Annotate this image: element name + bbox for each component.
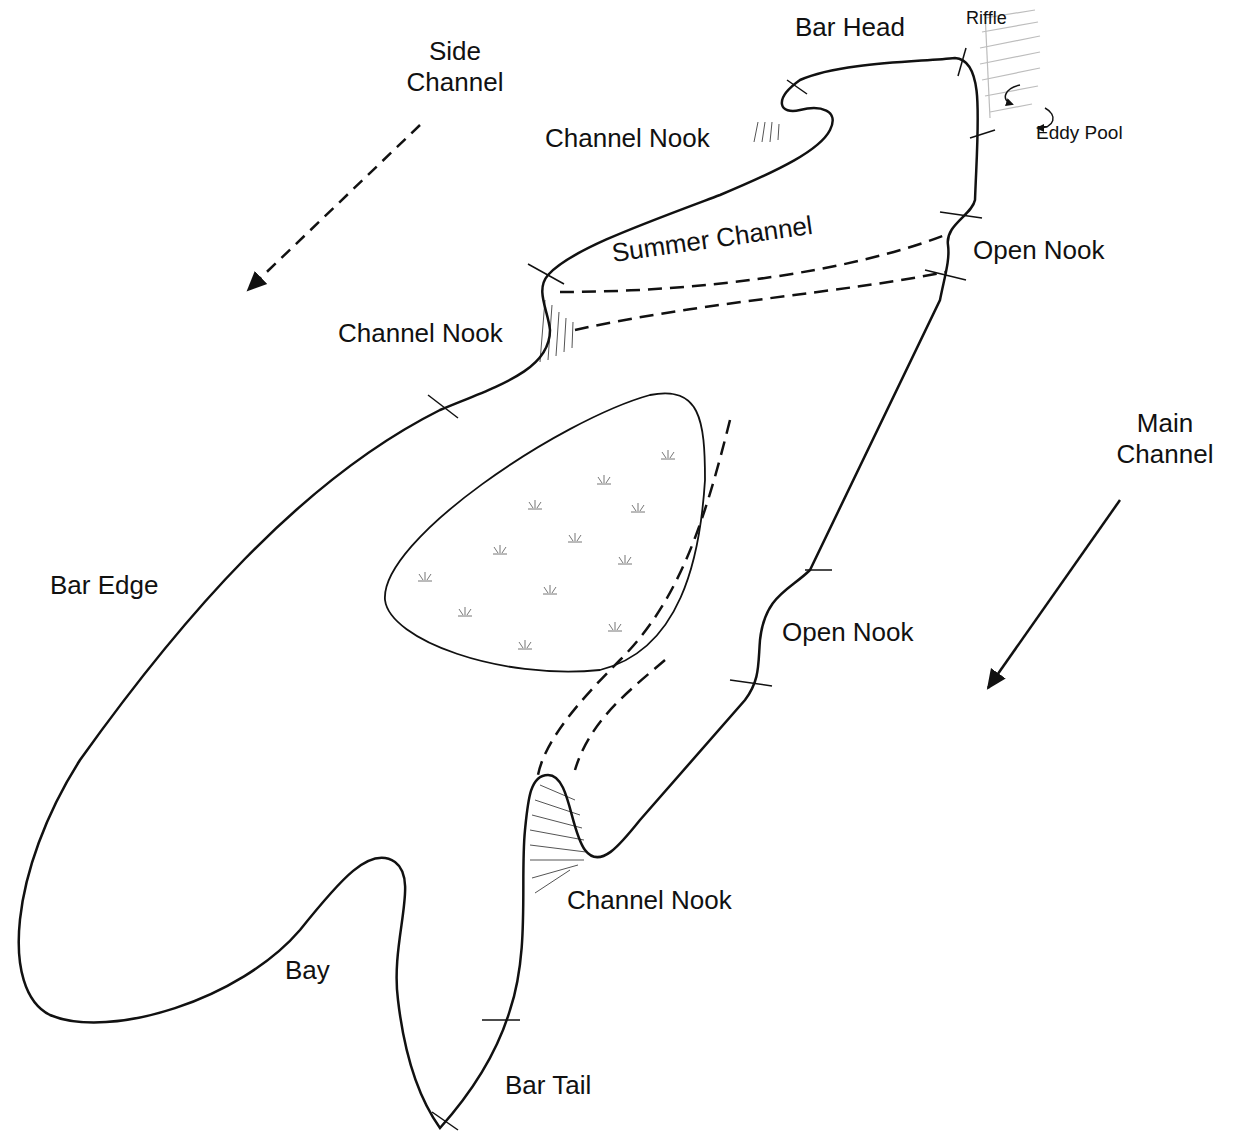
feature-label: Channel Nook xyxy=(567,885,732,916)
main-channel-arrow xyxy=(988,500,1120,688)
grass-tuft xyxy=(568,533,582,542)
segment-ticks xyxy=(428,48,995,1130)
feature-label: Summer Channel xyxy=(610,210,815,269)
feature-label: Bar Tail xyxy=(505,1070,591,1101)
grass-tuft xyxy=(597,475,611,484)
feature-label: Channel Nook xyxy=(545,123,710,154)
bar-outline xyxy=(19,58,978,1128)
feature-label: Bar Edge xyxy=(50,570,158,601)
feature-label: Riffle xyxy=(966,8,1007,30)
grass-tuft xyxy=(528,500,542,509)
feature-label: Open Nook xyxy=(782,617,914,648)
eddy-arrow xyxy=(1005,85,1020,104)
feature-label: Eddy Pool xyxy=(1036,122,1123,145)
grass-tuft xyxy=(618,555,632,564)
grass-tuft xyxy=(418,572,432,581)
feature-label: Bar Head xyxy=(795,12,905,43)
channel-line xyxy=(538,420,730,775)
feature-label: Channel Nook xyxy=(338,318,503,349)
grass-tuft xyxy=(608,622,622,631)
grass-tuft xyxy=(631,503,645,512)
summer-channel-line xyxy=(575,272,945,330)
feature-label: Main Channel xyxy=(1105,408,1225,470)
feature-label: Open Nook xyxy=(973,235,1105,266)
grass-tuft xyxy=(458,607,472,616)
side-channel-arrow xyxy=(248,125,420,290)
grass-tuft xyxy=(661,450,675,459)
grass-symbols xyxy=(418,450,675,649)
grass-tuft xyxy=(493,545,507,554)
grass-tuft xyxy=(543,585,557,594)
feature-label: Bay xyxy=(285,955,330,986)
grass-tuft xyxy=(518,640,532,649)
vegetation-patch xyxy=(385,393,705,671)
feature-label: Side Channel xyxy=(395,36,515,98)
channel-line xyxy=(575,660,665,770)
